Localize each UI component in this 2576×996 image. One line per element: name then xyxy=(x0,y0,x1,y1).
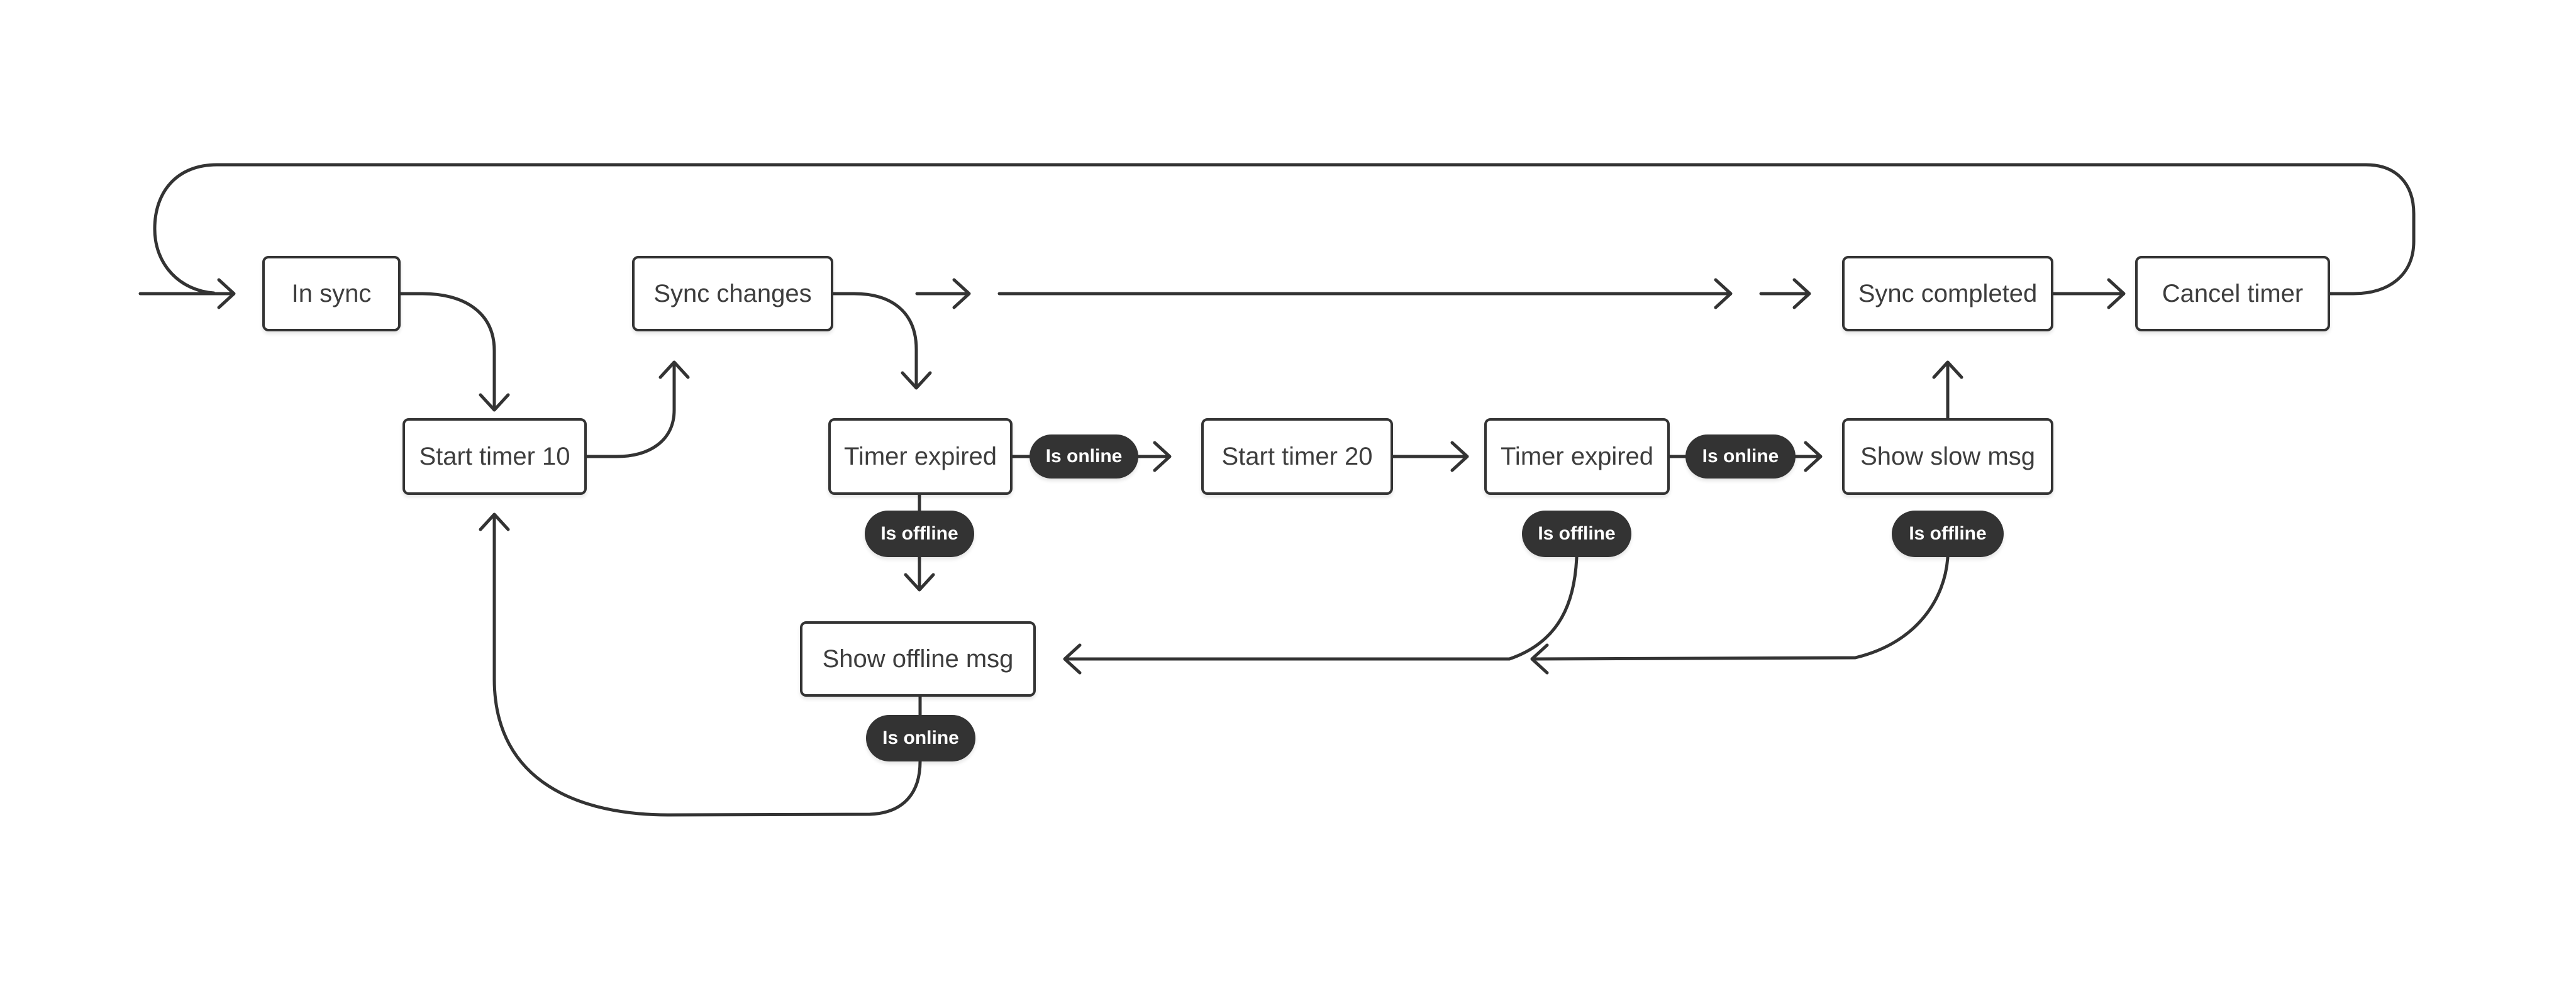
edge-sync-changes-to-timer-expired-1 xyxy=(831,292,932,390)
edge-start-to-in-sync xyxy=(138,278,236,309)
edge-start-timer-10-to-sync-changes xyxy=(585,360,690,458)
edge-show-slow-msg-to-sync-completed xyxy=(1932,360,1963,420)
node-sync-completed: Sync completed xyxy=(1842,256,2053,331)
node-show-slow-msg: Show slow msg xyxy=(1842,418,2053,495)
edge-timer-expired-2-offline-to-show-offline-msg xyxy=(1063,555,1579,675)
edge-is-online-to-show-slow-msg xyxy=(1794,441,1823,472)
edge-arrow-segment-before-sync-completed xyxy=(1759,278,1811,309)
edge-sync-completed-to-cancel-timer xyxy=(2051,278,2126,309)
edge-sync-changes-arrow-segment xyxy=(915,278,971,309)
edge-is-online-to-start-timer-20 xyxy=(1136,441,1172,472)
edge-start-timer-20-to-timer-expired-2 xyxy=(1391,441,1469,472)
edge-loop-cancel-timer-to-start xyxy=(153,163,2416,296)
edge-show-slow-msg-offline-to-show-offline-msg xyxy=(1530,555,1950,675)
edge-label-is-offline-1: Is offline xyxy=(865,511,974,557)
edge-label-is-offline-2: Is offline xyxy=(1522,511,1631,557)
edge-long-line-to-sync-completed xyxy=(997,278,1733,309)
node-start-timer-10: Start timer 10 xyxy=(402,418,587,495)
edge-label-is-offline-3: Is offline xyxy=(1892,511,2004,557)
node-start-timer-20: Start timer 20 xyxy=(1201,418,1393,495)
node-cancel-timer: Cancel timer xyxy=(2135,256,2330,331)
edge-in-sync-to-start-timer-10 xyxy=(399,292,510,412)
node-in-sync: In sync xyxy=(262,256,401,331)
node-show-offline-msg: Show offline msg xyxy=(800,621,1036,697)
edge-label-is-online-1: Is online xyxy=(1030,434,1138,479)
node-timer-expired-1: Timer expired xyxy=(828,418,1013,495)
edge-label-is-online-2: Is online xyxy=(1685,434,1796,479)
node-sync-changes: Sync changes xyxy=(632,256,833,331)
edge-is-online-to-start-timer-10-loop xyxy=(479,512,922,817)
edge-is-offline-to-show-offline-msg xyxy=(904,555,935,592)
edge-label-is-online-3: Is online xyxy=(866,715,975,761)
node-timer-expired-2: Timer expired xyxy=(1484,418,1670,495)
